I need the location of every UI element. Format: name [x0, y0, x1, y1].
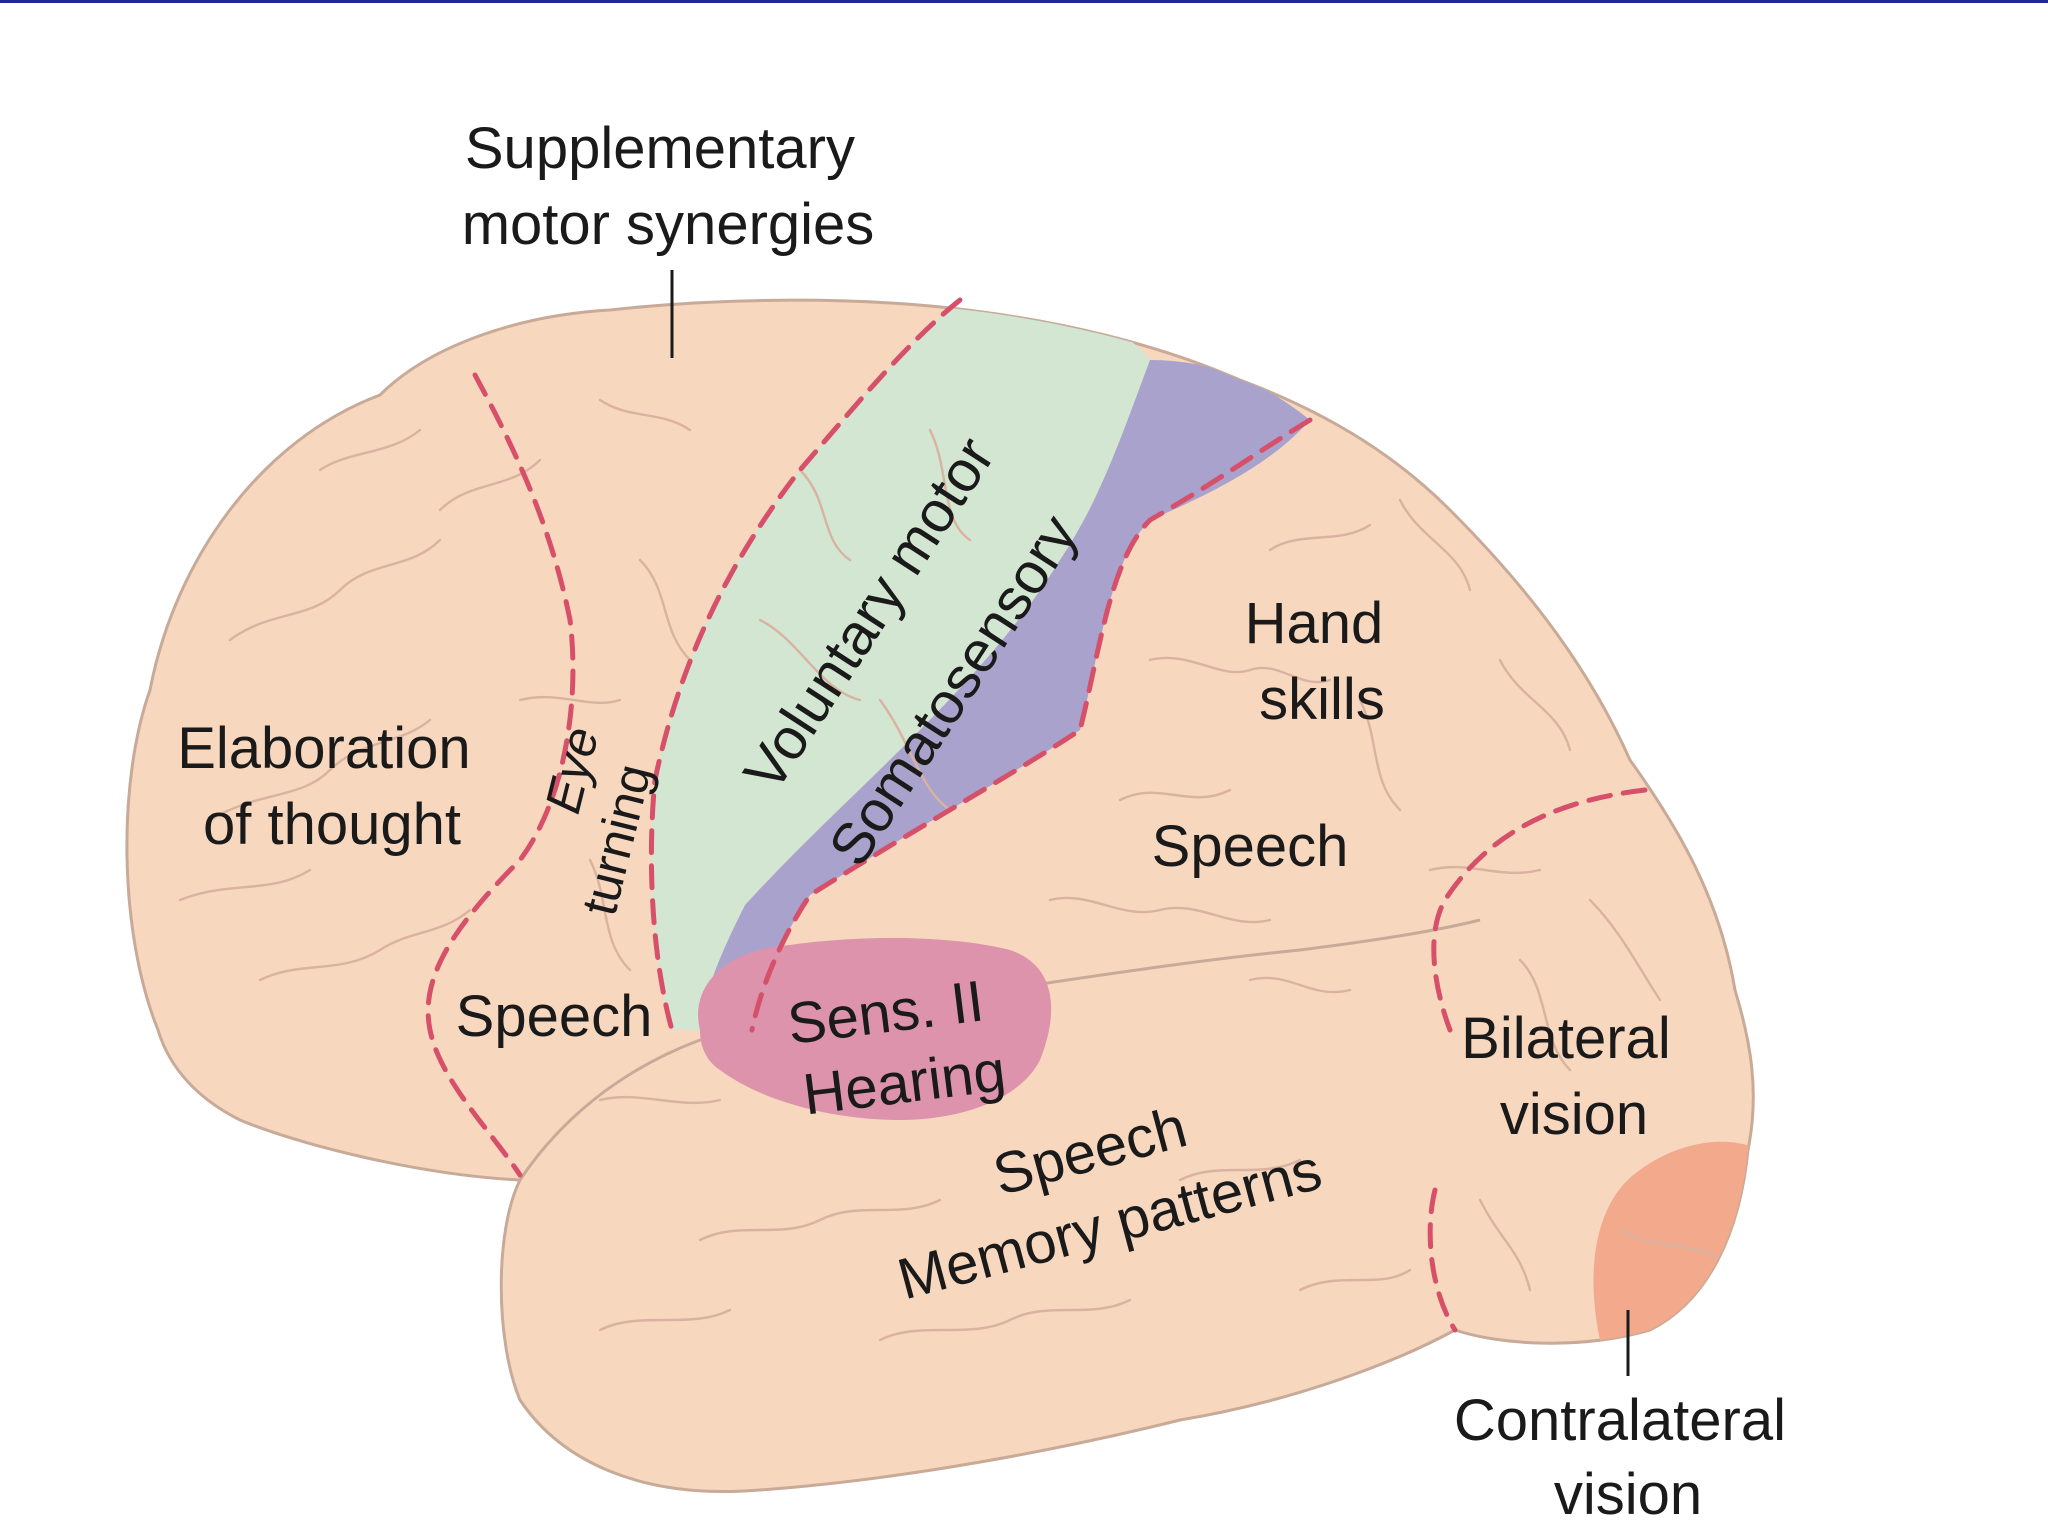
hand-skills-label: Hand skills [1245, 591, 1400, 732]
elaboration-of-thought-label: Elaboration of thought [177, 716, 487, 857]
area-boundaries [425, 297, 1648, 1333]
cortex-folds [178, 398, 1722, 1342]
somatosensory-area [700, 360, 1310, 1030]
voluntary-motor-area [651, 300, 1150, 1030]
supplementary-motor-label: Supplementary motor synergies [462, 116, 875, 257]
top-rule [0, 0, 2048, 3]
speech-parietal-label: Speech [1152, 814, 1349, 879]
bilateral-vision-label: Bilateral vision [1461, 1006, 1687, 1147]
speech-frontal-label: Speech [456, 984, 653, 1049]
hearing-area [698, 938, 1052, 1120]
brain-outline [125, 298, 1755, 1494]
contralateral-vision-label: Contralateral vision [1454, 1388, 1802, 1527]
